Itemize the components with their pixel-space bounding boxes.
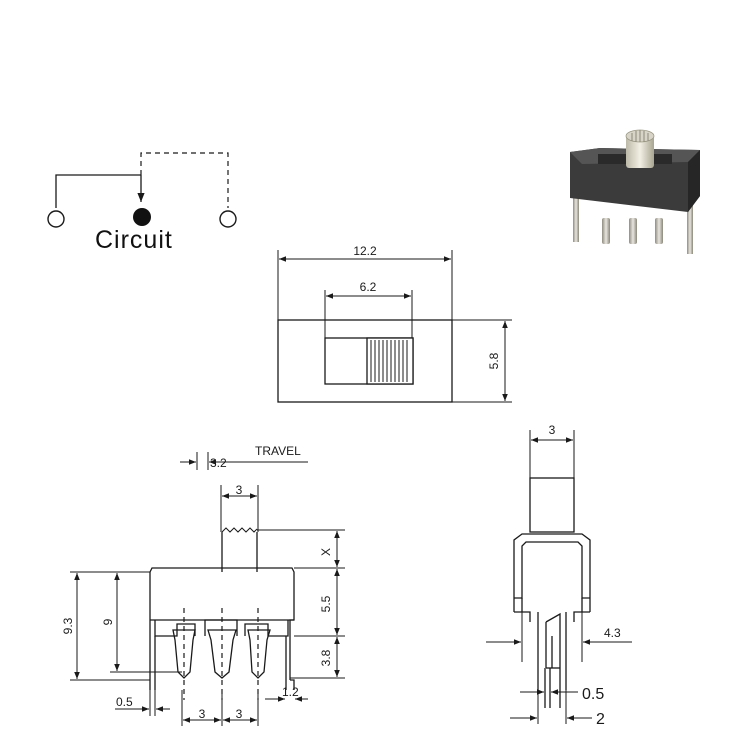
dim-actuator-width: 3 xyxy=(236,483,243,497)
front-pins xyxy=(149,608,295,700)
dim-side-actuator-width: 3 xyxy=(549,423,556,437)
circuit-label: Circuit xyxy=(95,226,173,254)
terminal-right xyxy=(219,210,237,228)
travel-label: TRAVEL xyxy=(255,444,301,458)
dim-total-height: 9.3 xyxy=(61,617,75,634)
dim-pin-length: 3.8 xyxy=(319,649,333,666)
dim-side-pin-width: 2 xyxy=(596,711,605,728)
side-view: 3 4.3 0.5 2 xyxy=(486,423,632,728)
dim-body-height: 5.5 xyxy=(319,595,333,612)
knob-ridges xyxy=(370,340,408,382)
dim-travel: 3.2 xyxy=(210,456,227,470)
dim-side-pin-thickness: 0.5 xyxy=(582,686,604,703)
dim-pitch-right: 3 xyxy=(236,707,243,721)
dim-mount-offset: 1.2 xyxy=(282,685,299,699)
product-photo xyxy=(570,129,700,254)
dim-actuator-height: X xyxy=(319,548,333,556)
dim-knob-width: 6.2 xyxy=(360,280,377,294)
dim-top-height: 5.8 xyxy=(487,352,501,369)
dim-pitch-left: 3 xyxy=(199,707,206,721)
dim-pin-thickness: 0.5 xyxy=(116,695,133,709)
dim-top-width: 12.2 xyxy=(353,244,377,258)
circuit-symbol: Circuit xyxy=(47,152,237,254)
terminal-left xyxy=(47,210,65,228)
dim-side-pin-span: 4.3 xyxy=(604,626,621,640)
top-view: 12.2 6.2 5.8 xyxy=(277,244,512,403)
front-view: 3.2 TRAVEL 3 xyxy=(61,444,345,726)
terminal-common xyxy=(133,208,151,226)
dim-height-inner: 9 xyxy=(101,618,115,625)
